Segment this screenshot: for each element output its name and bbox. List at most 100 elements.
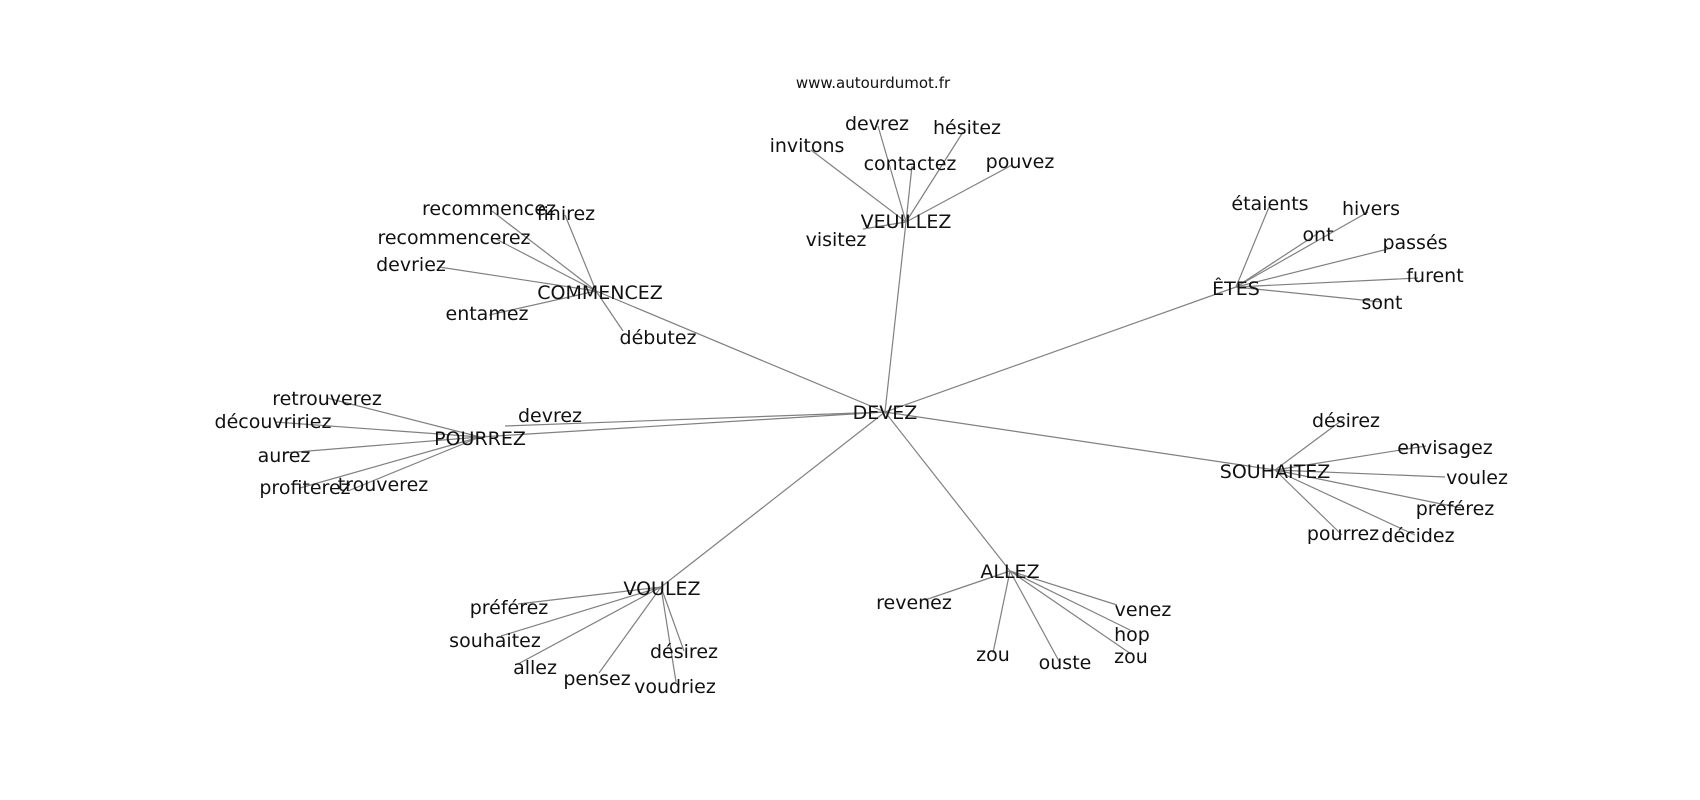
edge-souhaitez-1 bbox=[1274, 445, 1427, 471]
word-label: envisagez bbox=[1397, 437, 1493, 459]
edge-veuillez-1 bbox=[905, 131, 964, 223]
edge-etes-2 bbox=[1235, 233, 1318, 288]
edge-pourrez-3 bbox=[299, 436, 481, 489]
word-label: décidez bbox=[1381, 525, 1454, 547]
edge-center-0 bbox=[504, 411, 886, 427]
word-label: finirez bbox=[537, 203, 595, 225]
edge-souhaitez-0 bbox=[1274, 417, 1346, 471]
edge-pourrez-1 bbox=[274, 421, 481, 438]
edge-voulez-5 bbox=[660, 586, 677, 683]
edge-center-souhaitez bbox=[884, 411, 1276, 471]
word-label: passés bbox=[1382, 232, 1447, 254]
edge-commencez-0 bbox=[491, 210, 597, 292]
edge-voulez-2 bbox=[517, 586, 662, 665]
word-label: découvririez bbox=[215, 411, 332, 433]
word-label: ont bbox=[1302, 224, 1333, 246]
edge-voulez-3 bbox=[598, 586, 662, 674]
word-label: furent bbox=[1406, 265, 1463, 287]
word-label: contactez bbox=[864, 153, 957, 175]
word-label: souhaitez bbox=[449, 630, 541, 652]
word-label: voudriez bbox=[634, 676, 716, 698]
edge-souhaitez-2 bbox=[1274, 469, 1446, 478]
word-label: pourrez bbox=[1307, 523, 1379, 545]
edge-veuillez-5 bbox=[862, 221, 907, 230]
edge-veuillez-4 bbox=[905, 164, 1013, 223]
edge-center-veuillez bbox=[884, 221, 907, 413]
word-label: pensez bbox=[563, 668, 630, 690]
edge-veuillez-3 bbox=[905, 165, 913, 223]
word-label: voulez bbox=[1446, 467, 1508, 489]
edge-etes-3 bbox=[1235, 248, 1389, 288]
edge-allez-1 bbox=[1009, 570, 1118, 606]
hub-label-voulez: VOULEZ bbox=[623, 578, 700, 600]
word-label: profiterez bbox=[259, 477, 350, 499]
word-label: trouverez bbox=[338, 474, 429, 496]
edge-voulez-4 bbox=[660, 586, 685, 652]
hub-label-veuillez: VEUILLEZ bbox=[861, 211, 952, 233]
word-label: hivers bbox=[1342, 198, 1400, 220]
word-label: devrez bbox=[845, 113, 909, 135]
word-label: entamez bbox=[446, 303, 529, 325]
word-label: recommencez bbox=[422, 198, 556, 220]
edge-allez-5 bbox=[1009, 570, 1061, 664]
edge-commencez-4 bbox=[488, 290, 597, 316]
hub-label-commencez: COMMENCEZ bbox=[537, 282, 663, 304]
word-label: devrez bbox=[518, 405, 582, 427]
word-label: préférez bbox=[470, 597, 549, 619]
labels-layer: www.autourdumot.fr DEVEZ devrezVEUILLEZd… bbox=[215, 74, 1508, 698]
edge-voulez-0 bbox=[517, 586, 662, 605]
word-label: sont bbox=[1361, 292, 1402, 314]
word-label: désirez bbox=[650, 641, 718, 663]
word-label: désirez bbox=[1312, 410, 1380, 432]
word-label: allez bbox=[513, 657, 557, 679]
word-label: venez bbox=[1115, 599, 1172, 621]
word-label: revenez bbox=[876, 592, 952, 614]
word-label: hop bbox=[1114, 624, 1150, 646]
center-node-label: DEVEZ bbox=[853, 402, 918, 424]
word-label: ouste bbox=[1039, 652, 1092, 674]
word-label: zou bbox=[1114, 646, 1148, 668]
edge-commencez-5 bbox=[595, 290, 624, 332]
word-label: préférez bbox=[1416, 498, 1495, 520]
edge-allez-2 bbox=[1009, 570, 1131, 631]
word-label: débutez bbox=[620, 327, 697, 349]
edge-etes-4 bbox=[1235, 277, 1419, 288]
edge-voulez-1 bbox=[500, 586, 662, 637]
word-label: étaients bbox=[1231, 193, 1308, 215]
edge-commencez-2 bbox=[495, 238, 597, 292]
word-label: retrouverez bbox=[272, 388, 382, 410]
hub-label-etes: ÊTES bbox=[1212, 277, 1260, 300]
edges-layer bbox=[274, 125, 1462, 683]
word-label: pouvez bbox=[986, 151, 1055, 173]
word-label: devriez bbox=[376, 254, 446, 276]
edge-etes-5 bbox=[1235, 286, 1383, 303]
hub-label-souhaitez: SOUHAITEZ bbox=[1220, 461, 1330, 483]
edge-pourrez-4 bbox=[347, 436, 481, 492]
edge-veuillez-0 bbox=[877, 125, 907, 223]
edge-souhaitez-5 bbox=[1274, 469, 1416, 536]
word-label: recommencerez bbox=[377, 227, 530, 249]
word-label: zou bbox=[976, 644, 1010, 666]
edge-commencez-3 bbox=[438, 266, 597, 292]
edge-center-commencez bbox=[595, 290, 886, 413]
word-label: aurez bbox=[258, 445, 311, 467]
edge-center-etes bbox=[884, 286, 1237, 413]
edge-allez-3 bbox=[1009, 570, 1132, 655]
edge-center-voulez bbox=[660, 411, 886, 588]
edge-veuillez-2 bbox=[810, 149, 907, 223]
edge-souhaitez-4 bbox=[1274, 469, 1343, 536]
edge-pourrez-0 bbox=[326, 397, 481, 438]
edge-etes-1 bbox=[1235, 211, 1369, 288]
word-label: hésitez bbox=[933, 117, 1001, 139]
source-url: www.autourdumot.fr bbox=[796, 74, 951, 92]
edge-etes-0 bbox=[1235, 206, 1270, 288]
word-label: invitons bbox=[770, 135, 845, 157]
edge-allez-4 bbox=[992, 570, 1011, 654]
edge-center-pourrez bbox=[479, 411, 886, 438]
hub-label-allez: ALLEZ bbox=[980, 561, 1039, 583]
edge-allez-0 bbox=[924, 570, 1011, 601]
edge-center-allez bbox=[884, 411, 1011, 572]
word-label: visitez bbox=[806, 229, 867, 251]
edge-commencez-1 bbox=[564, 214, 597, 292]
